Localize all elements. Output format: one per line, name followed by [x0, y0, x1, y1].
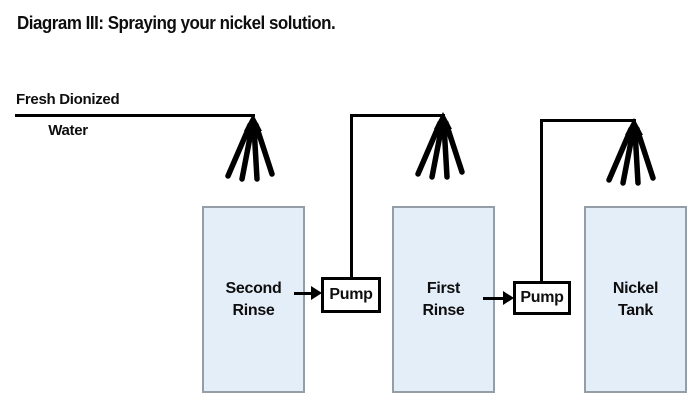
spray-nozzle-icon	[225, 114, 275, 182]
spray-nozzle-icon	[606, 118, 656, 186]
fresh-water-supply-pipe	[15, 114, 255, 117]
second-rinse-to-pump-arrowhead-icon	[311, 286, 322, 300]
nickel-tank-label: Nickel Tank	[612, 279, 659, 319]
pump2-spray-pipe	[540, 119, 636, 122]
diagram-title: Diagram III: Spraying your nickel soluti…	[17, 13, 336, 33]
first-rinse-to-pump-arrow-line	[483, 297, 507, 300]
pump2-riser-pipe	[540, 119, 543, 284]
pump1-riser-pipe	[350, 114, 353, 279]
pump-1-box: Pump	[321, 277, 381, 313]
second-rinse-tank-label: Second Rinse	[225, 279, 282, 319]
fresh-deionized-water-label-line2: Water	[48, 122, 88, 139]
pump-2-box: Pump	[513, 281, 571, 315]
first-rinse-tank-label: First Rinse	[422, 279, 465, 319]
first-rinse-to-pump-arrowhead-icon	[503, 291, 514, 305]
nickel-tank: Nickel Tank	[584, 206, 687, 393]
fresh-deionized-water-label-line1: Fresh Dionized	[16, 91, 120, 108]
second-rinse-tank: Second Rinse	[202, 206, 305, 393]
pump-2-label: Pump	[520, 289, 564, 306]
pump-1-label: Pump	[329, 286, 373, 303]
second-rinse-to-pump-arrow-line	[294, 292, 314, 295]
pump1-spray-pipe	[350, 114, 445, 117]
spray-nozzle-icon	[415, 112, 465, 180]
first-rinse-tank: First Rinse	[392, 206, 495, 393]
